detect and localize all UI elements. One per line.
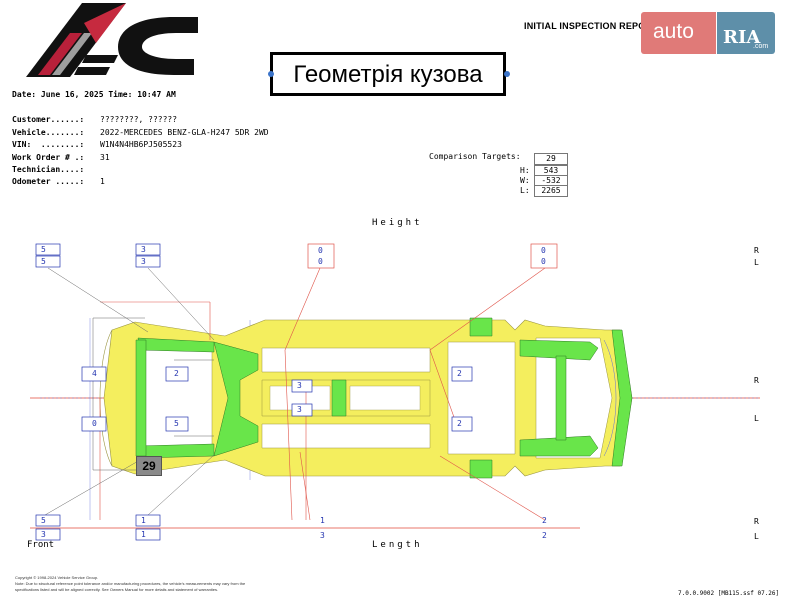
watermark-auto-text: auto [653, 20, 694, 43]
info-value: 31 [100, 153, 110, 162]
height-marker-a1: 5 [41, 245, 46, 254]
comparison-target-value: 29 [534, 153, 568, 165]
info-value: 1 [100, 177, 105, 186]
frame-diagram [30, 243, 760, 541]
watermark-domain-text: .com [753, 43, 769, 50]
length-marker-a2: 3 [41, 530, 46, 539]
info-label: Technician....: [12, 165, 85, 174]
front-label: Front [27, 540, 55, 550]
height-marker-c2: 0 [318, 257, 323, 266]
side-r-width: R [754, 376, 759, 385]
report-title: INITIAL INSPECTION REPORT [524, 21, 658, 31]
info-label: Customer......: [12, 115, 85, 124]
version-line: 7.0.0.9002 [MB115.ssf 07.26] [678, 590, 780, 597]
width-marker-e: 3 [297, 381, 302, 390]
info-value: 2022-MERCEDES BENZ-GLA-H247 5DR 2WD [100, 128, 269, 137]
info-value: W1N4N4HB6PJ505523 [100, 140, 182, 149]
comparison-point-badge: 29 [136, 456, 162, 476]
width-marker-a: 4 [92, 369, 97, 378]
length-axis-label: Length [372, 540, 423, 550]
width-marker-c: 5 [174, 419, 179, 428]
width-marker-h: 2 [457, 419, 462, 428]
side-l-height: L [754, 258, 759, 267]
comparison-l-label: L: [520, 186, 530, 195]
height-marker-d2: 0 [541, 257, 546, 266]
length-marker-b2: 1 [141, 530, 146, 539]
side-r-length: R [754, 517, 759, 526]
side-r-height: R [754, 246, 759, 255]
vehicle-info: Customer......: ????????, ?????? Vehicle… [12, 115, 332, 195]
length-marker-d2: 2 [542, 531, 547, 540]
side-l-width: L [754, 414, 759, 423]
info-label: Work Order # .: [12, 153, 85, 162]
ec-logo [26, 3, 198, 77]
resize-handle-left[interactable] [268, 71, 274, 77]
height-marker-b1: 3 [141, 245, 146, 254]
height-marker-a2: 5 [41, 257, 46, 266]
width-marker-b: 2 [174, 369, 179, 378]
height-marker-b2: 3 [141, 257, 146, 266]
info-label: VIN: ........: [12, 140, 85, 149]
info-label: Vehicle.......: [12, 128, 85, 137]
disclaimer-line-1: Note: Due to structural reference point … [15, 581, 246, 586]
comparison-l-value: 2265 [534, 185, 568, 197]
copyright-line: Copyright © 1998-2024 Vehicle Service Gr… [15, 575, 99, 580]
width-marker-d: 0 [92, 419, 97, 428]
info-value: ????????, ?????? [100, 115, 178, 124]
height-axis-label: Height [372, 218, 423, 228]
disclaimer-line-2: specifications listed and will be aligne… [15, 587, 219, 592]
page-title: Геометрія кузова [293, 61, 483, 88]
page-title-box[interactable]: Геометрія кузова [270, 52, 506, 96]
height-marker-c1: 0 [318, 246, 323, 255]
length-marker-a1: 5 [41, 516, 46, 525]
length-marker-d1: 2 [542, 516, 547, 525]
height-marker-d1: 0 [541, 246, 546, 255]
autoria-watermark: auto RIA .com [641, 12, 775, 54]
side-l-length: L [754, 532, 759, 541]
comparison-h-label: H: [520, 166, 530, 175]
length-marker-c2: 3 [320, 531, 325, 540]
comparison-targets-label: Comparison Targets: [429, 152, 521, 161]
info-label: Odometer .....: [12, 177, 85, 186]
width-marker-f: 3 [297, 405, 302, 414]
date-time-line: Date: June 16, 2025 Time: 10:47 AM [12, 90, 176, 99]
comparison-w-label: W: [520, 176, 530, 185]
resize-handle-right[interactable] [504, 71, 510, 77]
watermark-ria-text: RIA [723, 27, 761, 48]
length-marker-b1: 1 [141, 516, 146, 525]
width-marker-g: 2 [457, 369, 462, 378]
length-marker-c1: 1 [320, 516, 325, 525]
